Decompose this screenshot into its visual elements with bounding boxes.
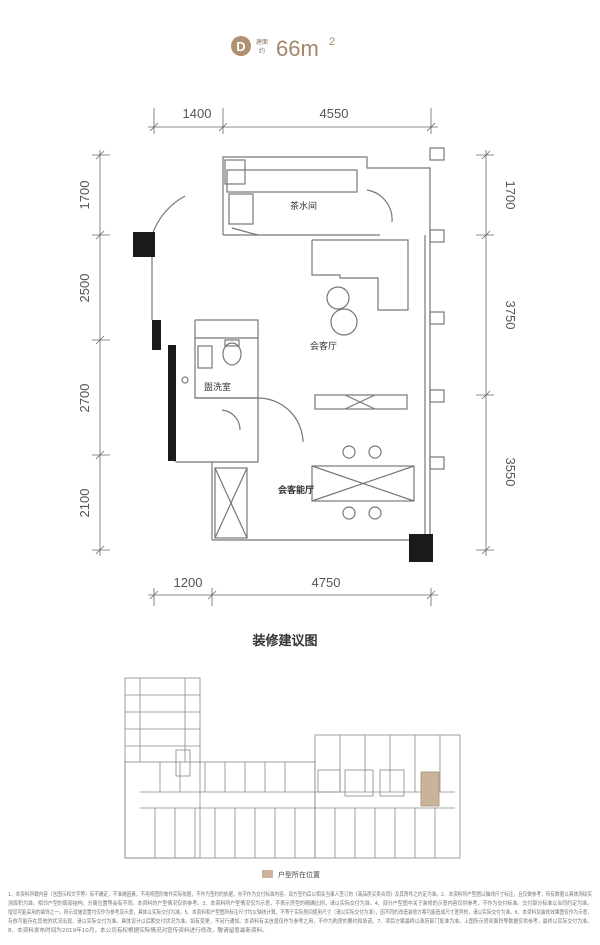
dimension-lines bbox=[92, 108, 494, 606]
badge-circle bbox=[231, 36, 251, 56]
area-label-line1: 建面 bbox=[256, 38, 268, 46]
dim-top-1: 1400 bbox=[183, 106, 212, 121]
dim-left-2: 2500 bbox=[77, 274, 92, 303]
footnote-line-4: 存放可能存在其他的状况出现，请以实际交付为准。具体设计以后期交付状况为准。如有变… bbox=[8, 917, 592, 925]
room-label-tea: 茶水间 bbox=[290, 200, 317, 212]
area-badge: D 建面 约 66m 2 bbox=[231, 36, 335, 61]
area-value: 66m bbox=[276, 36, 319, 61]
area-sup: 2 bbox=[329, 36, 335, 48]
plan-caption: 装修建议图 bbox=[251, 633, 317, 649]
dim-right-3: 3550 bbox=[503, 458, 518, 487]
area-label-line2: 约 bbox=[259, 47, 265, 55]
highlighted-unit bbox=[420, 771, 440, 807]
dim-top-2: 4550 bbox=[320, 106, 349, 121]
dim-left-4: 2100 bbox=[77, 489, 92, 518]
key-plan bbox=[124, 677, 461, 859]
dim-bottom-2: 4750 bbox=[312, 575, 341, 590]
footnote-line-1: 1、本资料所载内容（含图示和文字等）有不确定，不准确因素，不用将图形做作实际依据… bbox=[8, 890, 592, 898]
room-label-office: 会客能厅 bbox=[278, 484, 314, 496]
legend-label: 户型所在位置 bbox=[278, 870, 320, 879]
dim-left-3: 2700 bbox=[77, 384, 92, 413]
footnote-line-2: 测面积为准。相邻户型的局部结构、分离位置等会有不同。本资料的户型情况仅供参考。3… bbox=[8, 899, 592, 907]
legend-swatch bbox=[262, 870, 273, 878]
dim-right-2: 3750 bbox=[503, 301, 518, 330]
room-label-washroom: 盥洗室 bbox=[204, 381, 231, 393]
dim-right-1: 1700 bbox=[503, 181, 518, 210]
badge-letter: D bbox=[236, 39, 245, 54]
room-label-reception: 会客厅 bbox=[310, 340, 337, 352]
dim-left-1: 1700 bbox=[77, 181, 92, 210]
dim-bottom-1: 1200 bbox=[174, 575, 203, 590]
footnote-line-3: 增设可能采用的装饰之一。所示设施设置均仅作为参考及示意，具体以实际交付为准。5、… bbox=[8, 908, 592, 916]
footnote-line-5: 8、本资料发布时间为2019年10月，本公司有权根据实际情况对宣传资料进行修改，… bbox=[8, 926, 268, 934]
structural-columns bbox=[133, 232, 433, 562]
